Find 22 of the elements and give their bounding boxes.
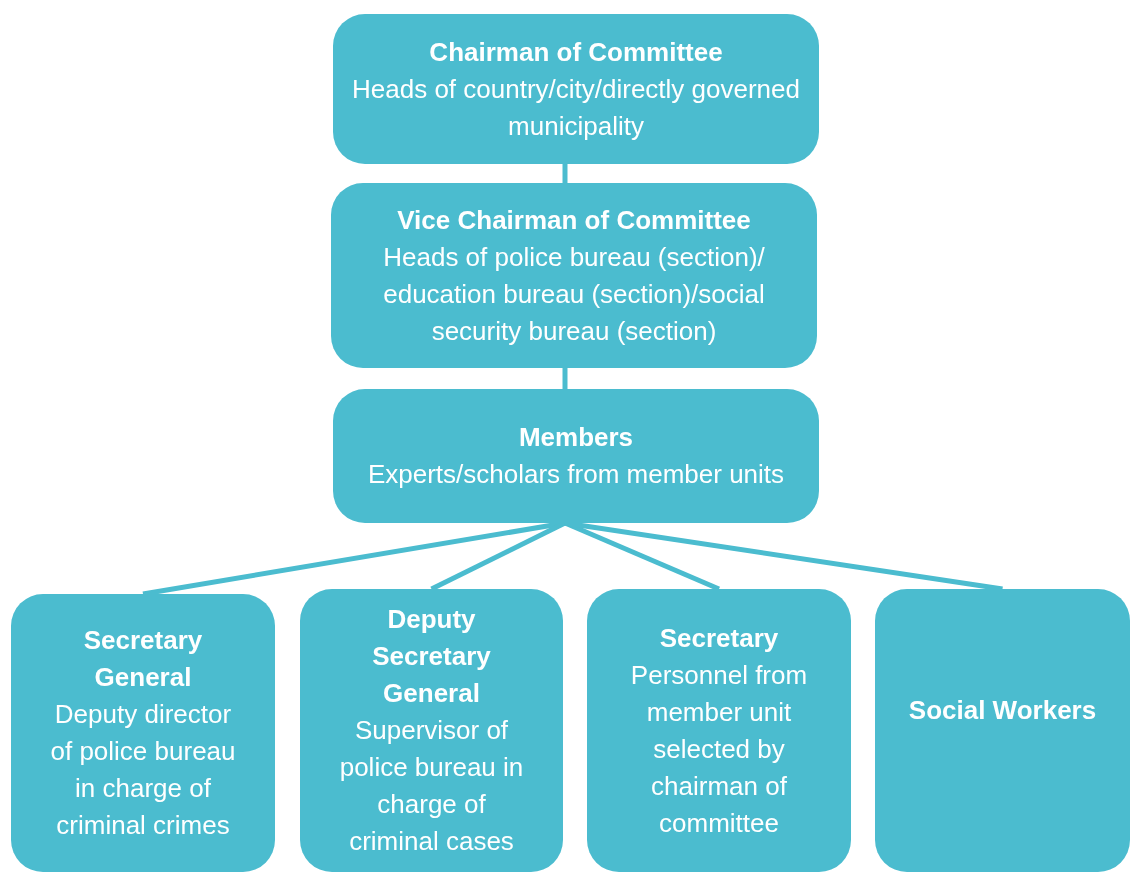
role-description: Personnel from member unit selected by chairman of committee	[629, 658, 809, 840]
role-title: Deputy Secretary General	[371, 603, 492, 710]
role-title: Chairman of Committee	[429, 35, 723, 69]
org-box	[11, 594, 275, 872]
role-description: Deputy director of police bureau in charge of criminal crimes	[49, 698, 237, 842]
org-box	[331, 183, 817, 368]
role-description: Heads of country/city/directly governed municipality	[351, 72, 801, 143]
connector-line	[562, 368, 568, 389]
org-box	[333, 14, 819, 164]
connector-line	[562, 164, 568, 183]
role-title: Social Workers	[908, 694, 1097, 727]
role-description: Experts/scholars from member units	[367, 458, 785, 491]
org-box	[587, 589, 851, 872]
role-description: Heads of police bureau (section)/ education bureau (section)/social security bureau (section)	[382, 240, 766, 348]
org-box	[875, 589, 1130, 872]
role-title: Secretary General	[82, 624, 204, 694]
role-title: Secretary	[659, 621, 779, 655]
org-box	[333, 389, 819, 523]
org-box	[300, 589, 563, 872]
role-title: Vice Chairman of Committee	[397, 203, 751, 237]
role-title: Members	[518, 421, 634, 454]
role-description: Supervisor of police bureau in charge of criminal cases	[338, 714, 525, 858]
